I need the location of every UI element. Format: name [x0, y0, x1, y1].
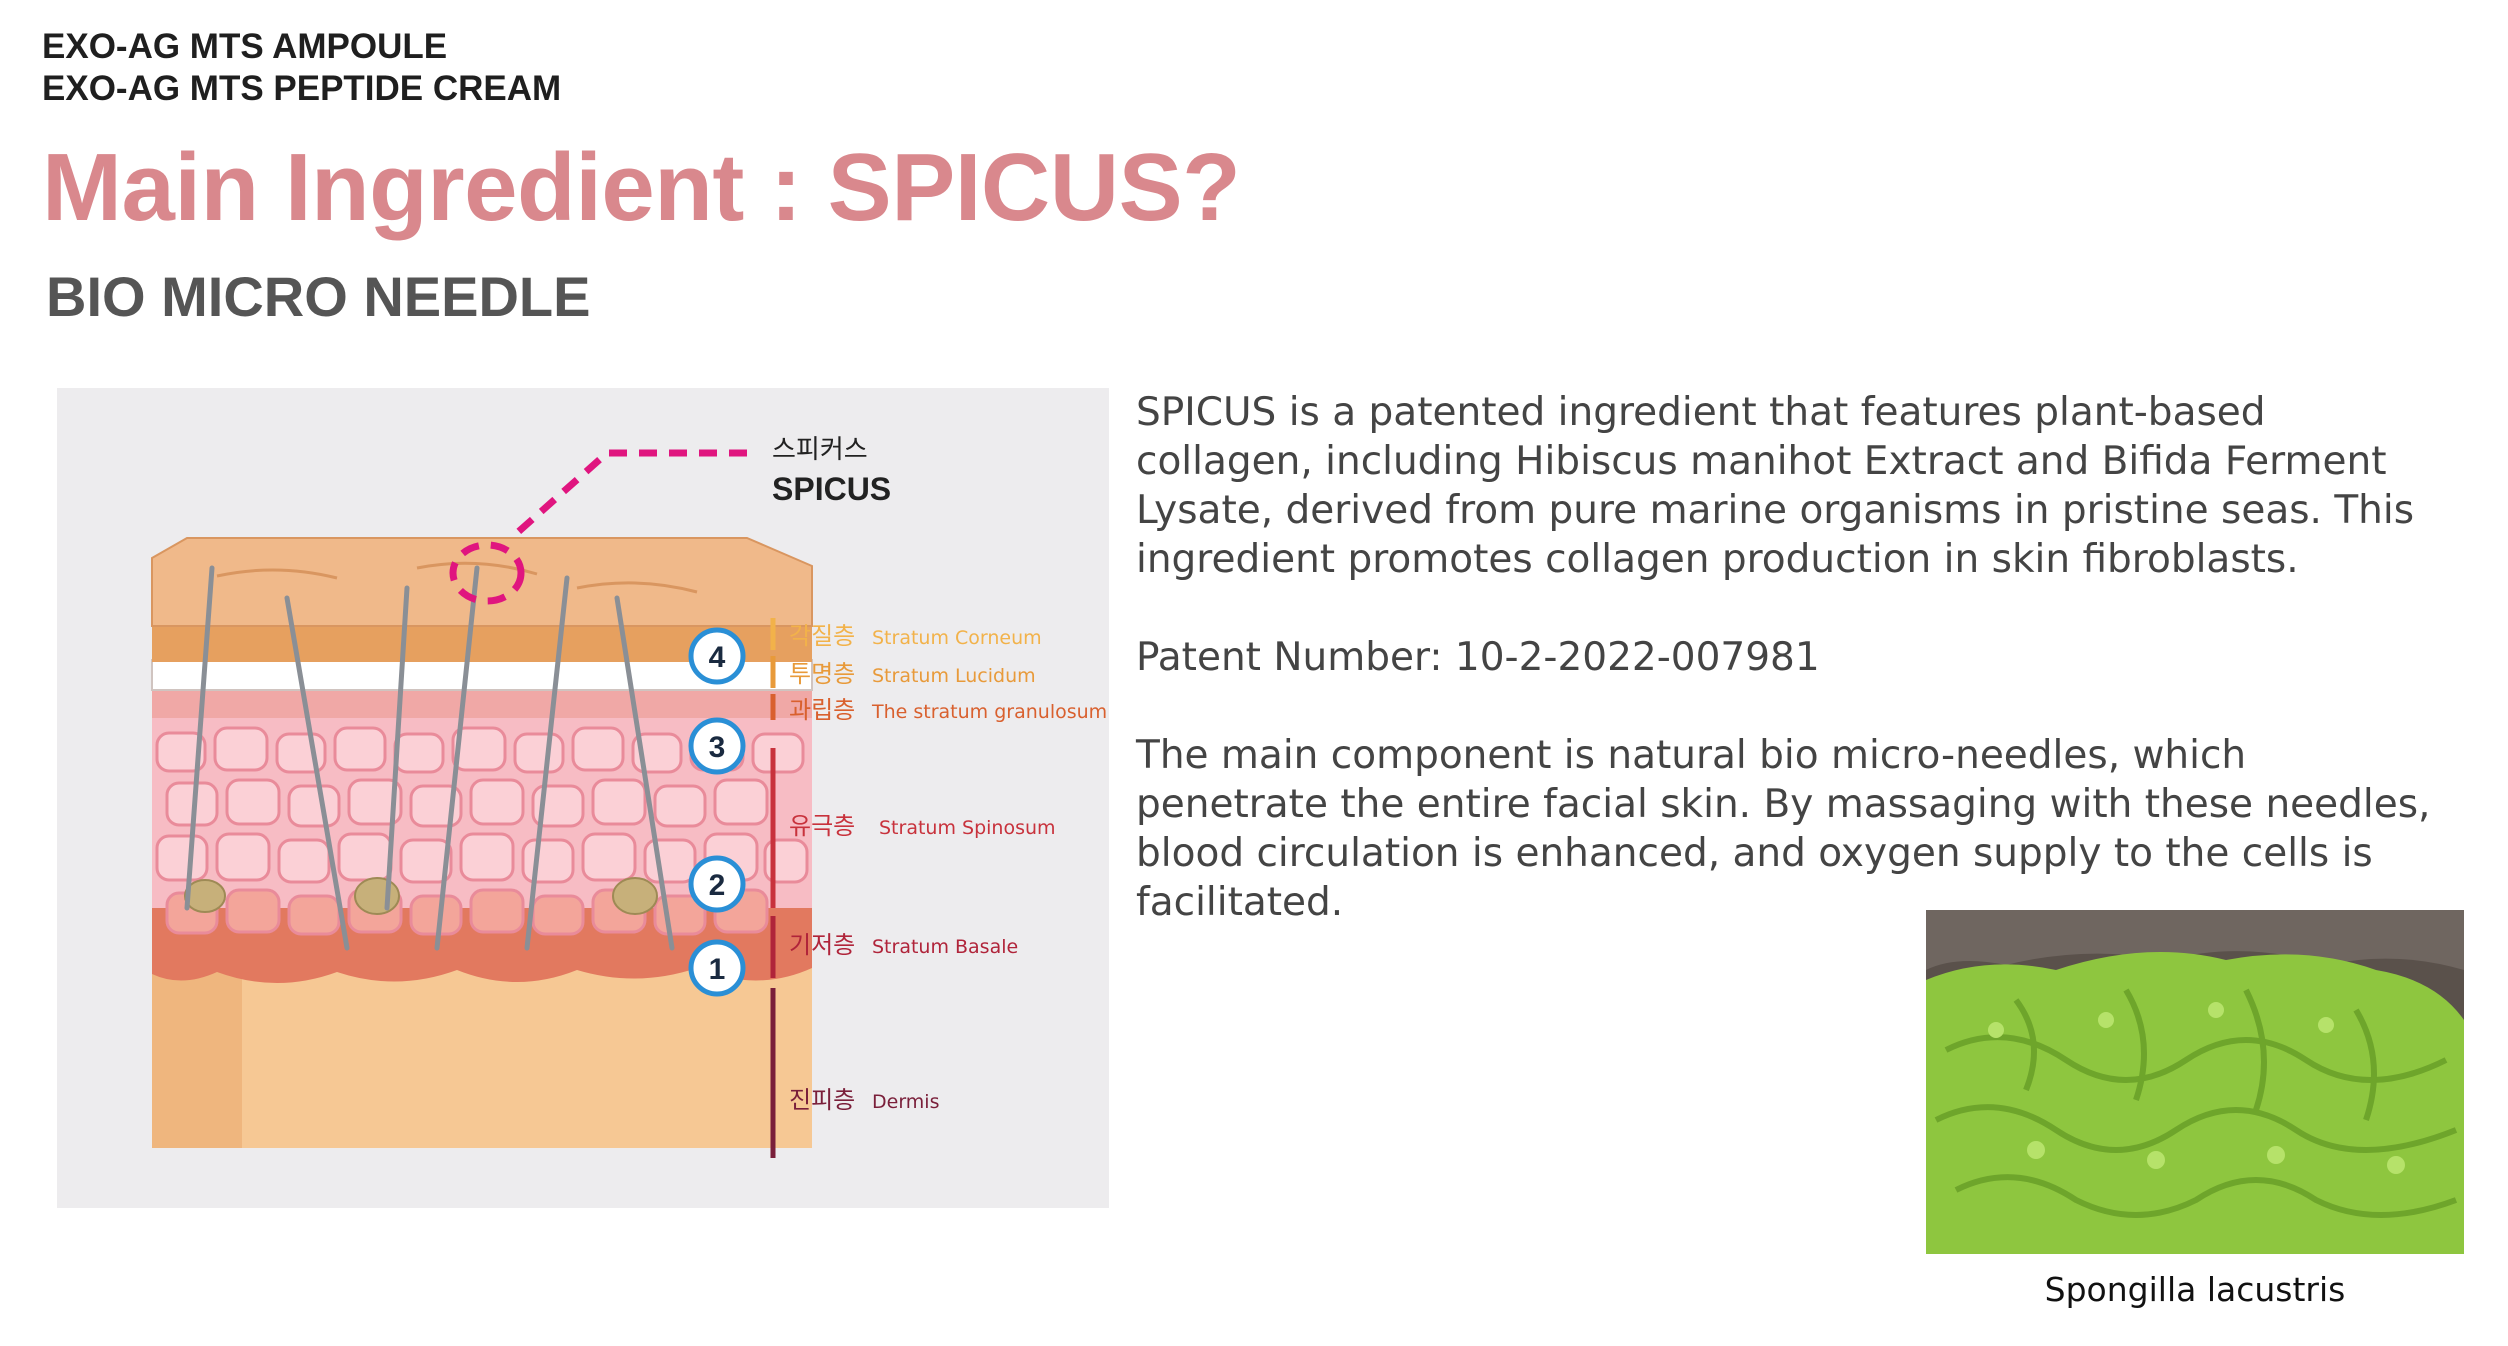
- description-paragraph-2: The main component is natural bio micro-…: [1136, 733, 2431, 925]
- layer-label-granulosum-en: The stratum granulosum: [871, 701, 1107, 723]
- granulosum-band: [152, 688, 812, 718]
- skin-surface: [151, 537, 813, 627]
- photo-caption: Spongilla lacustris: [2044, 1270, 2346, 1309]
- layer-label-dermis-kr: 진피층: [789, 1086, 855, 1114]
- product-name-cream: EXO-AG MTS PEPTIDE CREAM: [42, 69, 562, 108]
- layer-label-lucidum-en: Stratum Lucidum: [872, 665, 1036, 687]
- marker-3: 3: [709, 731, 726, 764]
- page-subtitle: BIO MICRO NEEDLE: [46, 265, 591, 328]
- marker-1: 1: [709, 953, 726, 986]
- layer-label-basale-en: Stratum Basale: [872, 936, 1018, 958]
- spicus-english-label: SPICUS: [772, 471, 891, 507]
- layer-label-dermis-en: Dermis: [872, 1091, 939, 1113]
- marker-2: 2: [709, 869, 726, 902]
- layer-label-corneum-kr: 각질층: [789, 622, 855, 650]
- layer-label-corneum-en: Stratum Corneum: [872, 627, 1042, 649]
- layer-label-spinosum-en: Stratum Spinosum: [879, 817, 1056, 839]
- spicus-pointer: [449, 449, 747, 605]
- ingredient-description: SPICUS is a patented ingredient that fea…: [1136, 388, 2436, 927]
- layer-markers: 4 3 2 1: [688, 627, 746, 997]
- layer-label-basale-kr: 기저층: [789, 931, 855, 959]
- product-name-ampoule: EXO-AG MTS AMPOULE: [42, 27, 448, 66]
- layer-label-spinosum-kr: 유극층: [789, 812, 855, 840]
- layer-label-granulosum-kr: 과립층: [789, 696, 855, 724]
- spongilla-photo: [1926, 910, 2464, 1254]
- layer-label-lucidum-kr: 투명층: [789, 660, 855, 688]
- marker-4: 4: [709, 641, 726, 674]
- spicus-korean-label: 스피커스: [772, 435, 868, 465]
- skin-layer-diagram: 스피커스 SPICUS 4 3 2 1 각질층 Stratum Corneum …: [57, 388, 1109, 1208]
- sponge-mass: [1926, 952, 2464, 1254]
- patent-number: Patent Number: 10-2-2022-007981: [1136, 635, 1820, 680]
- micro-needles: [184, 565, 675, 951]
- page-title: Main Ingredient : SPICUS?: [42, 134, 1241, 241]
- description-paragraph-1: SPICUS is a patented ingredient that fea…: [1136, 390, 2415, 582]
